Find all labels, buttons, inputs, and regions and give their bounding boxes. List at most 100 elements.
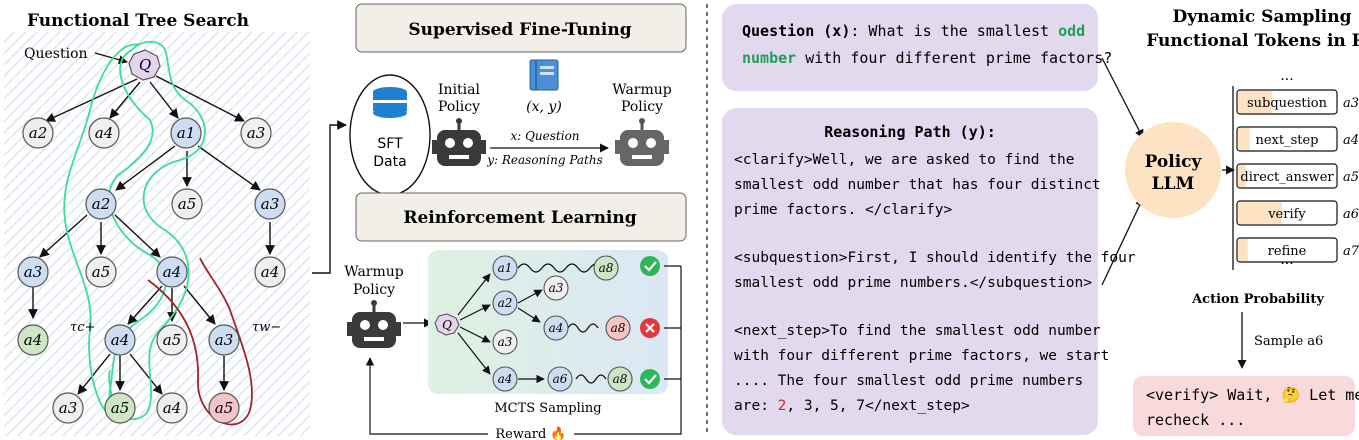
reasoning-line: <subquestion>First, I should identify th… — [734, 250, 1136, 266]
question-text-line-2: number with four different prime factors… — [742, 49, 1112, 67]
database-icon — [373, 87, 407, 118]
dynamic-title-2: Functional Tokens in RL — [1146, 31, 1359, 51]
tree-node — [85, 256, 117, 288]
tree-node — [17, 256, 49, 288]
reward-label-bg — [488, 425, 574, 440]
tree-node — [104, 392, 136, 424]
tree-root-node — [128, 49, 161, 81]
reasoning-line: prime factors. </clarify> — [734, 202, 953, 218]
mcts-node-label: a8 — [599, 261, 614, 275]
dynamic-title-1: Dynamic Sampling — [1172, 7, 1351, 27]
rl-warmup-label-2: Policy — [353, 282, 395, 298]
tree-node-label: a2 — [29, 124, 48, 142]
reasoning-red-value: 2 — [778, 398, 787, 414]
mcts-node-label: a3 — [549, 281, 564, 295]
robot-icon — [347, 300, 401, 348]
tree-edges — [28, 75, 275, 395]
reasoning-title: Reasoning Path (y): — [824, 123, 996, 141]
tree-node-label: a5 — [92, 263, 111, 281]
token-action-label: a6 — [1343, 207, 1359, 222]
question-text-line-1: Question (x): What is the smallest odd — [742, 22, 1085, 40]
initial-policy-label-2: Policy — [438, 99, 480, 115]
tree-node-label: a4 — [95, 124, 114, 142]
tree-node — [17, 324, 49, 356]
rl-warmup-label-1: Warmup — [344, 264, 404, 280]
reward-label: Reward 🔥 — [495, 426, 566, 440]
policy-llm-circle — [1125, 122, 1221, 218]
check-icon — [640, 256, 660, 276]
mcts-node — [492, 329, 518, 355]
sft-title-box — [355, 3, 687, 53]
reasoning-box: Reasoning Path (y): <clarify>Well, we ar… — [722, 108, 1136, 435]
token-probability-bar — [1238, 128, 1250, 150]
reasoning-line: .... The four smallest odd prime numbers — [734, 373, 1083, 389]
mcts-node-label: a6 — [553, 372, 568, 386]
question-box-bg — [722, 4, 1098, 91]
reasoning-lines: <clarify>Well, we are asked to find the … — [734, 152, 1136, 414]
mcts-node-label: a8 — [613, 372, 628, 386]
token-probability-bar — [1238, 202, 1283, 224]
mcts-node — [492, 290, 518, 316]
question-box: Question (x): What is the smallest odd n… — [722, 4, 1112, 91]
output-text-line-2: recheck ... — [1146, 411, 1245, 429]
check-icon — [640, 369, 660, 389]
warmup-policy-label-1: Warmup — [612, 82, 672, 98]
token-box — [1236, 163, 1338, 189]
tree-node-label: a5 — [215, 399, 234, 417]
tree-node-label: a5 — [111, 399, 130, 417]
tree-node — [156, 392, 188, 424]
mcts-wavy-paths — [517, 263, 607, 384]
tree-node — [156, 256, 188, 288]
tree-hatch-bg — [4, 32, 310, 436]
tree-node-label: a3 — [215, 331, 234, 349]
token-action-label: a3 — [1343, 96, 1359, 111]
token-label: refine — [1268, 244, 1307, 259]
token-action-label: a7 — [1343, 244, 1359, 259]
reasoning-line: smallest odd prime numbers.</subquestion… — [734, 275, 1092, 291]
mcts-node-label: a1 — [498, 261, 513, 275]
robot-icon — [615, 118, 669, 166]
mcts-node — [492, 366, 518, 392]
tree-node — [22, 117, 54, 149]
tree-node — [88, 117, 120, 149]
tree-connector — [312, 120, 347, 274]
policy-llm-label-1: Policy — [1145, 152, 1203, 172]
mcts-node-label: a3 — [498, 335, 513, 349]
mcts-node — [547, 366, 573, 392]
tree-node-label: a1 — [177, 124, 196, 142]
warmup-policy-label-2: Policy — [621, 99, 663, 115]
tree-node — [104, 324, 136, 356]
rl-panel: Reinforcement Learning Warmup Policy — [344, 192, 687, 440]
mcts-node — [593, 255, 619, 281]
mcts-node — [607, 366, 633, 392]
mcts-root-node — [434, 313, 460, 336]
tree-node-label: a3 — [247, 124, 266, 142]
tree-node-label: a3 — [24, 263, 43, 281]
tree-node — [240, 117, 272, 149]
tree-node-label: a4 — [163, 263, 182, 281]
token-label: subquestion — [1247, 96, 1328, 111]
tree-node — [85, 188, 117, 220]
mcts-node — [543, 275, 569, 301]
mcts-edges — [457, 273, 545, 384]
mcts-root-label: Q — [442, 318, 452, 332]
tau-wrong-label: τw− — [252, 320, 281, 335]
reasoning-line: <clarify>Well, we are asked to find the — [734, 152, 1074, 168]
tree-node-label: a3 — [59, 399, 78, 417]
mcts-node — [492, 255, 518, 281]
token-box — [1236, 126, 1338, 152]
sft-panel: Supervised Fine-Tuning SFT Data Initial … — [349, 3, 687, 196]
reasoning-line: with four different prime factors, we st… — [734, 348, 1109, 364]
cross-icon — [640, 318, 660, 338]
question-label: Question — [24, 46, 88, 62]
mcts-label: MCTS Sampling — [494, 401, 601, 416]
tree-node-label: a4 — [261, 263, 280, 281]
reasoning-line: smallest odd number that has four distin… — [734, 177, 1101, 193]
tree-node — [171, 188, 203, 220]
sft-title: Supervised Fine-Tuning — [408, 20, 631, 40]
output-box — [1133, 376, 1355, 436]
question-text-2: with four different prime factors? — [796, 49, 1112, 67]
question-highlight-2: number — [742, 49, 796, 67]
